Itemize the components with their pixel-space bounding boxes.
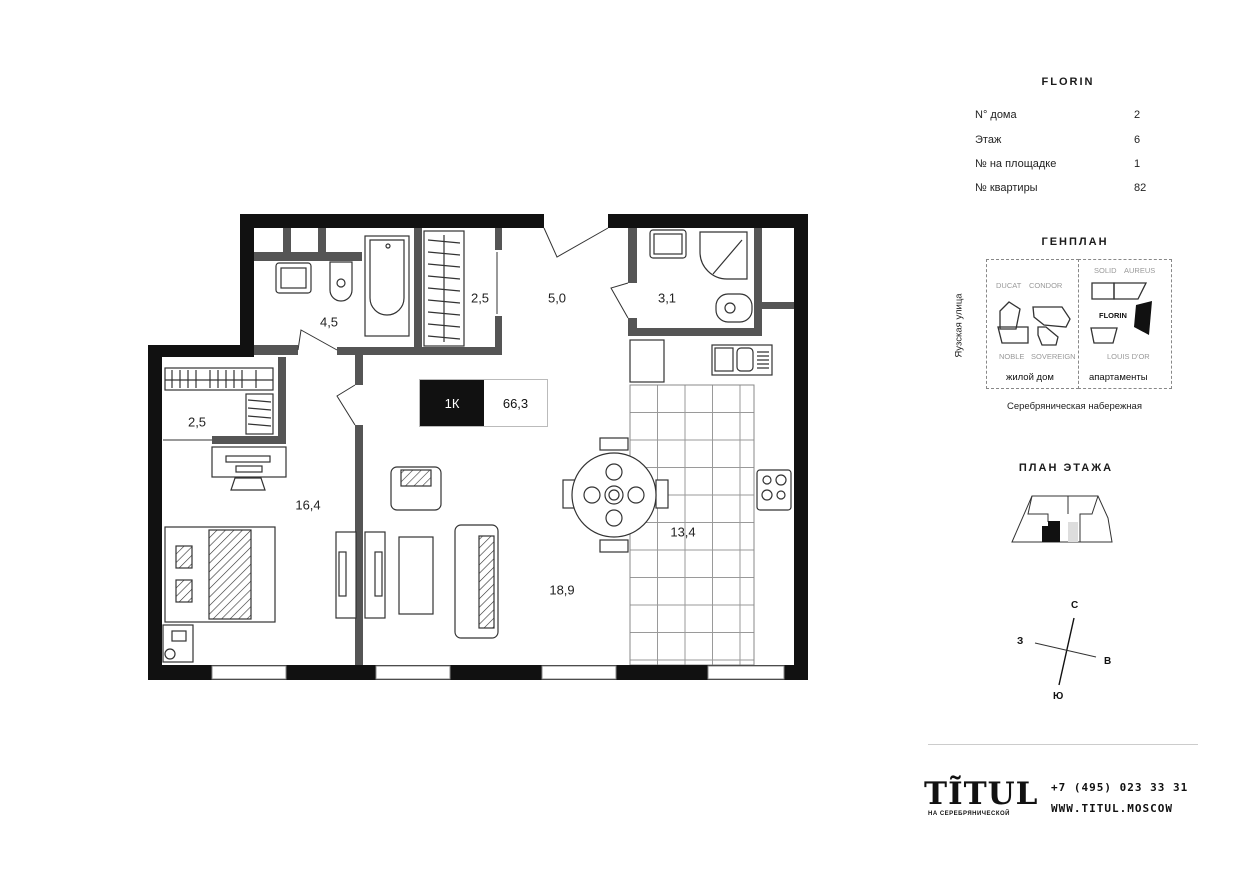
- info-label-landing: № на площадке: [975, 158, 1057, 170]
- info-label-floor: Этаж: [975, 134, 1002, 146]
- room-area-wardrobe: 2,5: [187, 414, 207, 430]
- building-condor: CONDOR: [1029, 281, 1063, 290]
- info-value-floor: 6: [1134, 134, 1141, 146]
- kitchen-fixtures: [629, 339, 792, 511]
- apartment-floor-plan: [148, 214, 808, 680]
- genplan-buildings-map: [997, 282, 1152, 346]
- kitchen-tile-floor: [629, 384, 755, 666]
- exterior-walls: [148, 214, 808, 680]
- building-ducat: DUCAT: [996, 281, 1022, 290]
- building-florin-active: FLORIN: [1099, 311, 1127, 320]
- footer-divider: [928, 744, 1198, 745]
- bathroom-fixtures: [164, 229, 753, 435]
- info-value-house: 2: [1134, 109, 1141, 121]
- info-value-apartment: 82: [1134, 182, 1147, 194]
- street-yauzskaya: Яузская улица: [953, 293, 965, 358]
- street-serebryanicheskaya: Серебряническая набережная: [1007, 401, 1142, 412]
- apartment-badge: 1К 66,3: [419, 379, 548, 427]
- compass-east: В: [1104, 656, 1112, 667]
- total-area: 66,3: [484, 380, 547, 426]
- genplan-apartments-caption: апартаменты: [1089, 372, 1148, 383]
- dining-table: [562, 437, 669, 553]
- living-furniture: [335, 466, 499, 639]
- bedroom-furniture: [162, 446, 287, 663]
- website-link[interactable]: WWW.TITUL.MOSCOW: [1051, 802, 1173, 815]
- compass-icon: [1034, 617, 1097, 686]
- floor-plan-title: ПЛАН ЭТАЖА: [1018, 462, 1114, 474]
- building-name: FLORIN: [1041, 76, 1095, 88]
- phone-number[interactable]: +7 (495) 023 33 31: [1051, 781, 1189, 794]
- room-area-living-room: 18,9: [549, 582, 575, 598]
- genplan-residential-caption: жилой дом: [1006, 372, 1054, 383]
- room-count: 1К: [420, 380, 484, 426]
- floor-plan-thumbnail: [1011, 495, 1113, 543]
- windows: [211, 665, 785, 680]
- genplan-title: ГЕНПЛАН: [1041, 236, 1109, 248]
- partitions: [212, 228, 794, 665]
- info-value-landing: 1: [1134, 158, 1141, 170]
- titul-logo: TĨTUL: [924, 776, 1039, 812]
- building-sovereign: SOVEREIGN: [1031, 352, 1076, 361]
- room-area-bedroom: 16,4: [295, 497, 321, 513]
- doors: [163, 227, 629, 441]
- room-area-storage: 2,5: [470, 290, 490, 306]
- compass-north: С: [1071, 600, 1079, 611]
- room-area-bathroom-main: 4,5: [319, 314, 339, 330]
- room-area-bathroom-shower: 3,1: [657, 290, 677, 306]
- room-area-hallway: 5,0: [547, 290, 567, 306]
- info-label-apartment: № квартиры: [975, 182, 1038, 194]
- info-label-house: N° дома: [975, 109, 1017, 121]
- compass-south: Ю: [1053, 691, 1064, 702]
- room-area-kitchen: 13,4: [670, 524, 696, 540]
- genplan-apartments-zone: [1078, 259, 1172, 389]
- building-solid: SOLID: [1094, 266, 1117, 275]
- compass-west: З: [1017, 636, 1024, 647]
- titul-logo-subtitle: НА СЕРЕБРЯНИЧЕСКОЙ: [928, 811, 1010, 817]
- building-louis-dor: LOUIS D'OR: [1107, 352, 1150, 361]
- building-noble: NOBLE: [999, 352, 1025, 361]
- building-aureus: AUREUS: [1124, 266, 1156, 275]
